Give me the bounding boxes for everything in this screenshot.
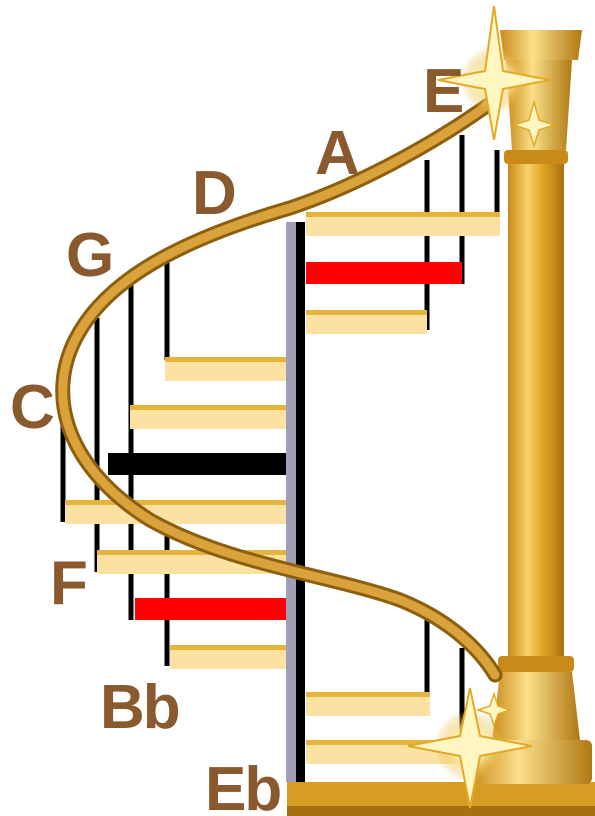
sparkle-icon xyxy=(437,5,557,149)
note-label-a: A xyxy=(315,119,359,188)
sparkle-icon xyxy=(407,687,533,809)
note-label-e: E xyxy=(423,57,462,126)
step-red xyxy=(135,598,286,620)
note-label-bb: Bb xyxy=(100,673,179,742)
steps-left xyxy=(65,357,286,669)
harp-rail xyxy=(55,94,503,683)
center-post xyxy=(286,222,296,782)
note-label-g: G xyxy=(66,221,112,290)
harp-base-shadow xyxy=(287,806,595,816)
note-label-eb: Eb xyxy=(205,755,280,816)
harp-rail-highlight xyxy=(58,97,500,680)
step-black xyxy=(108,453,286,475)
step-red xyxy=(306,262,462,284)
note-label-f: F xyxy=(50,549,86,618)
steps-upper-right xyxy=(306,212,500,334)
center-post-line xyxy=(296,222,305,782)
note-label-c: C xyxy=(10,373,54,442)
note-label-d: D xyxy=(192,159,235,228)
harp-strings xyxy=(60,135,500,740)
